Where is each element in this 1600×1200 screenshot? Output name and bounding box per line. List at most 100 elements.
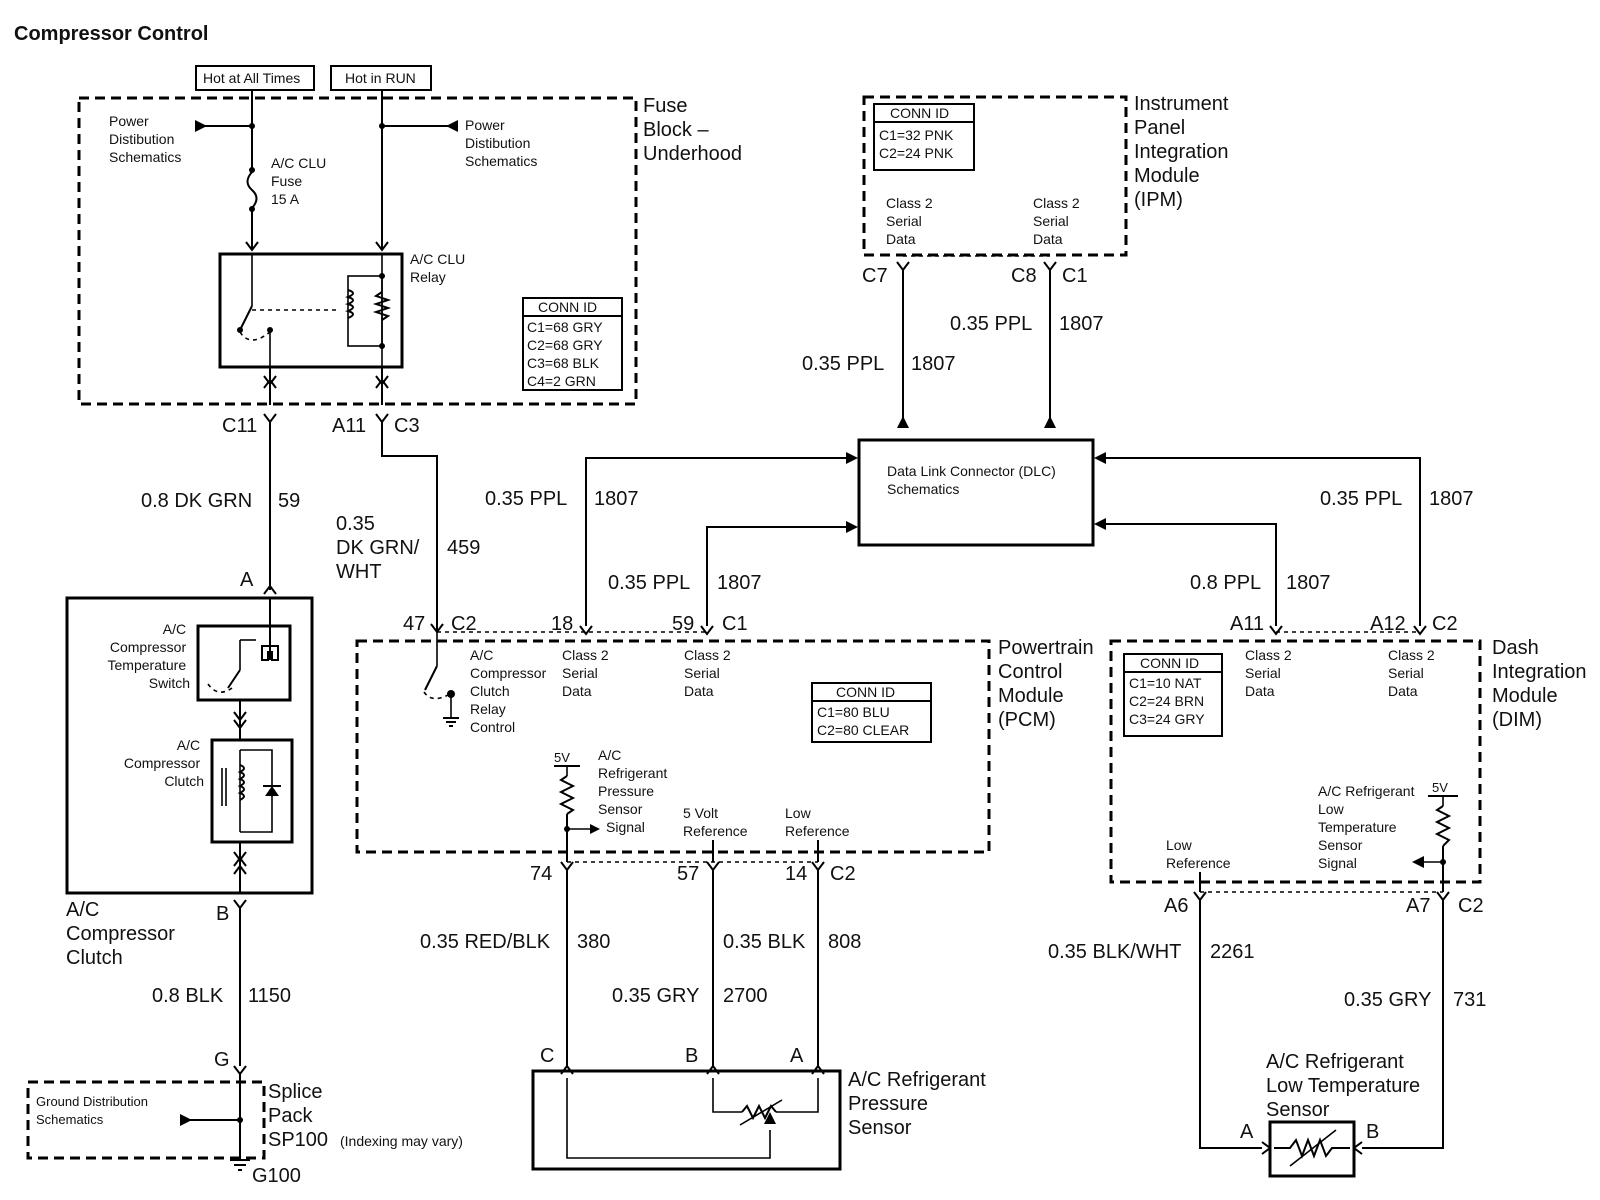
gds-label: Ground Distribution Schematics [36,1094,152,1127]
pcm-pin-47: 47 [403,613,425,635]
wire-2700-gauge: 0.35 GRY [612,985,699,1007]
wire-459 [381,422,438,632]
wiper-arrow-icon [764,1112,776,1124]
wire-2700-circuit: 2700 [723,985,768,1007]
wire-c7-circuit: 1807 [911,353,956,375]
arrow-left-icon [1094,518,1106,530]
connector-icon [811,861,825,872]
fuse-conn-id-title: CONN ID [538,299,597,315]
arrow-up-icon [1044,416,1056,428]
wire-2261 [1199,900,1262,1149]
connector-icon [233,711,247,722]
wire-dim-a12 [1105,457,1421,626]
pin-c11: C11 [222,415,257,437]
temp-switch-box [196,624,292,702]
connector-icon [560,861,574,872]
ipm-outline [862,95,1128,257]
pcm-conn-id-box [811,682,932,743]
junction-dot [1440,859,1446,865]
temp-switch-label: A/C Compressor Temperature Switch [108,621,190,691]
splice-sp100: SP100 [268,1129,328,1151]
relay-label: A/C CLU Relay [410,251,469,285]
hot-at-all-times-label: Hot at All Times [203,70,300,86]
pcm-pin-18: 18 [551,613,573,635]
relay-travel [239,331,271,341]
pcm-pin-59: 59 [672,613,694,635]
dim-pin-a6: A6 [1164,895,1188,917]
psensor-pin-a: A [790,1045,804,1067]
pcm-pressure-signal-label: A/C Refrigerant Pressure Sensor Signal [598,747,671,835]
connector-icon [233,899,247,910]
compressor-pin-a: A [240,569,254,591]
pcm-pin-c1: C1 [722,613,748,635]
dim-conn-id-list: C1=10 NAT C2=24 BRN C3=24 GRY [1129,675,1208,727]
signal-arrow-icon [1412,856,1424,868]
connector-icon [1436,891,1450,902]
arrow-right-icon [846,521,858,533]
ipm-data-right: Class 2 Serial Data [1033,195,1084,247]
dim-data-b: Class 2 Serial Data [1388,647,1439,699]
wire-pcm-18 [585,457,848,626]
hot-at-all-times-box [195,65,315,91]
pressure-sensor-name: A/C Refrigerant Pressure Sensor [848,1069,991,1139]
dim-low-ref-label: Low Reference [1166,837,1231,871]
dim-pin-c2b: C2 [1458,895,1484,917]
ipm-name: Instrument Panel Integration Module (IPM… [1134,93,1234,211]
relay-coil-node [379,343,385,349]
fuse-conn-id-list: C1=68 GRY C2=68 GRY C3=68 BLK C4=2 GRN [527,319,606,389]
dim-pin-a7: A7 [1406,895,1430,917]
ipm-data-left: Class 2 Serial Data [886,195,937,247]
dim-conn-id-title: CONN ID [1140,655,1199,671]
pcm-conn-id-list: C1=80 BLU C2=80 CLEAR [817,704,909,738]
clutch-coil-icon [237,764,245,801]
compressor-pin-b: B [216,903,229,925]
wire-808-gauge: 0.35 BLK [723,931,806,953]
psensor-pin-c: C [540,1045,554,1067]
connector-icon [706,861,720,872]
switch-travel [207,683,233,693]
sensor-internal-wire [776,1078,819,1113]
connector-icon [375,413,389,424]
variable-indicator [1289,1129,1337,1167]
pcm-pullup-resistor-icon [558,775,576,815]
relay-contact [237,327,243,333]
ipm-pin-c7: C7 [862,265,888,287]
pcm-5v-ref-label: 5 Volt Reference [683,805,748,839]
wire-a12-gauge: 0.35 PPL [1320,488,1402,510]
relay-coil-node [379,273,385,279]
fuse-block-name: Fuse Block – Underhood [643,95,742,165]
connector-icon [233,719,247,730]
relay-switch-icon [239,305,253,331]
dim-5v: 5V [1432,780,1448,795]
connector-icon [245,241,259,252]
connector-icon [700,625,714,636]
relay-coil-icon [344,289,354,319]
pcm-pin-14: 14 [785,863,807,885]
dlc-label: Data Link Connector (DLC) Schematics [887,463,1060,497]
connector-icon [375,378,389,389]
wire-59b-circuit: 1807 [717,572,762,594]
pcm-outline [355,639,991,854]
wire-pcm-59 [706,526,848,626]
dim-outline [1109,639,1482,884]
pcm-name: Powertrain Control Module (PCM) [998,637,1099,731]
pcm-clutch-control-label: A/C Compressor Clutch Relay Control [470,647,550,735]
wire-a12-circuit: 1807 [1429,488,1474,510]
clutch-coil-label: A/C Compressor Clutch [124,737,204,789]
pcm-data-a: Class 2 Serial Data [562,647,613,699]
signal-arrow-icon [590,824,600,834]
pds-left-label: Power Distibution Schematics [109,113,181,165]
wire-a11-gauge: 0.8 PPL [1190,572,1261,594]
ipm-pin-c1: C1 [1062,265,1088,287]
tsensor-pin-b: B [1366,1121,1379,1143]
ipm-conn-id-box [873,103,975,171]
wire-1150-circuit: 1150 [248,985,291,1007]
pcm-conn-id-title: CONN ID [836,684,895,700]
wire-2261-gauge: 0.35 BLK/WHT [1048,941,1181,963]
fuse-label: A/C CLU Fuse 15 A [271,155,330,207]
wire-459-gauge: 0.35 DK GRN/ WHT [336,513,425,583]
pcm-relay-switch-icon [424,665,438,691]
thermistor-icon [1274,1137,1350,1159]
wire-c8-gauge: 0.35 PPL [950,313,1032,335]
